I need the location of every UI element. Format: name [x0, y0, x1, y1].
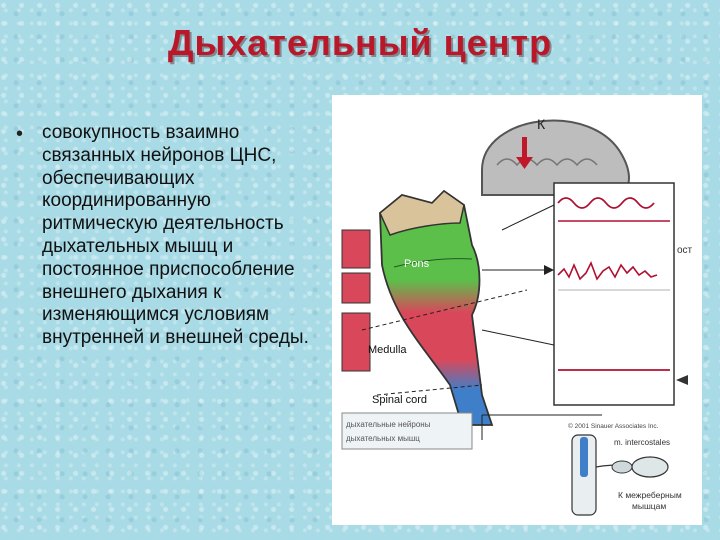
intercostal-muscle	[631, 456, 669, 478]
pointer-icon	[676, 375, 688, 385]
slide-title: Дыхательный центр	[167, 22, 553, 63]
copyright-text: © 2001 Sinauer Associates Inc.	[568, 422, 659, 430]
intercostal-label: m. intercostales	[614, 438, 670, 447]
bullet-marker: •	[16, 123, 24, 145]
spinal-label: Spinal cord	[372, 394, 427, 406]
medulla-label: Medulla	[368, 344, 407, 356]
cortex-label: К	[537, 116, 546, 132]
brainstem-shape	[379, 189, 494, 426]
midbrain-shape	[379, 190, 465, 236]
trace-panel	[553, 182, 675, 406]
pons-label: Pons	[404, 258, 430, 270]
arrow-down-icon	[516, 157, 533, 169]
respiratory-center-figure: К ост Pons Medulla Spinal cord	[332, 95, 702, 525]
box-label-line1: дыхательные нейроны	[346, 420, 431, 429]
spinal-section-blue	[580, 437, 588, 477]
definition-bullet: • совокупность взаимно связанных нейроно…	[16, 122, 326, 350]
trace-upper	[557, 197, 655, 209]
box-label-line2: дыхательных мышц	[346, 434, 420, 443]
side-label: ост	[677, 245, 693, 256]
trace-middle	[557, 261, 658, 281]
muscles-line2: мышцам	[632, 501, 666, 511]
muscles-line1: К межреберным	[618, 490, 682, 500]
brainstem-diagram: К ост Pons Medulla Spinal cord	[341, 116, 693, 516]
definition-text: совокупность взаимно связанных нейронов …	[42, 122, 309, 349]
